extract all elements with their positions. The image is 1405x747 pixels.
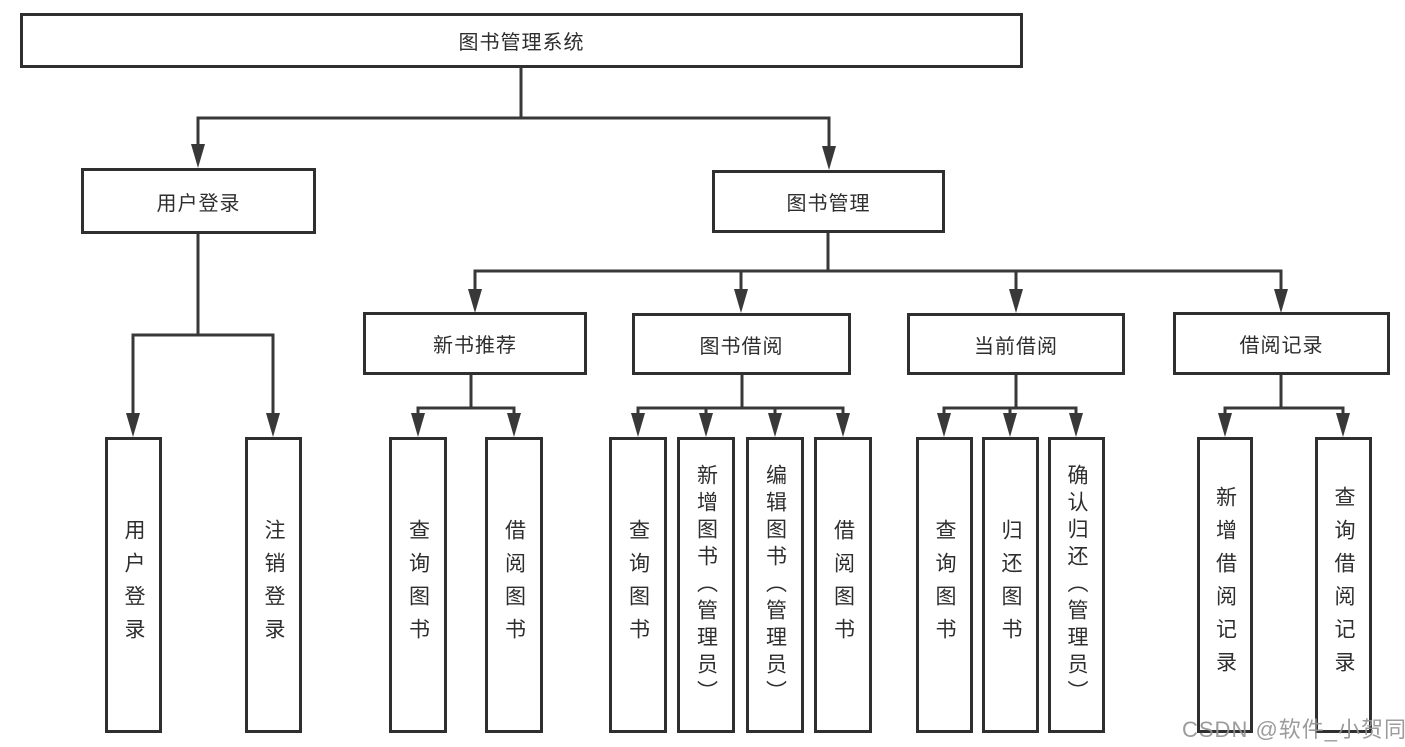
leaf-logout: 注销登录 xyxy=(245,437,302,733)
node-book-management-label: 图书管理 xyxy=(786,193,871,215)
connector-bookmgmt-split xyxy=(473,269,1283,291)
node-book-management: 图书管理 xyxy=(712,170,945,233)
leaf-logout-label: 注销登录 xyxy=(262,519,285,651)
connector-records-split xyxy=(1223,406,1345,415)
leaf-borrow-borrow-books-label: 借阅图书 xyxy=(831,519,855,651)
leaf-records-add-record: 新增借阅记录 xyxy=(1197,437,1253,733)
leaf-records-query-record: 查询借阅记录 xyxy=(1315,437,1372,733)
node-borrow-records-label: 借阅记录 xyxy=(1239,335,1324,357)
arrowhead xyxy=(937,413,951,437)
leaf-current-confirm-return-admin: 确认归还（管理员） xyxy=(1048,437,1105,733)
leaf-current-return-books: 归还图书 xyxy=(982,437,1039,733)
connector-root-split xyxy=(196,116,831,148)
node-book-borrow-label: 图书借阅 xyxy=(699,335,784,358)
leaf-borrow-query-books-label: 查询图书 xyxy=(626,519,650,651)
leaf-current-query-books: 查询图书 xyxy=(916,437,973,733)
leaf-borrow-add-books-admin-label: 新增图书（管理员） xyxy=(694,463,718,707)
leaf-recommend-query-books: 查询图书 xyxy=(389,437,447,733)
leaf-current-return-books-label: 归还图书 xyxy=(999,519,1022,651)
arrowhead xyxy=(1069,413,1083,437)
leaf-user-login: 用户登录 xyxy=(105,437,162,733)
arrowhead xyxy=(699,413,713,437)
leaf-borrow-query-books: 查询图书 xyxy=(609,437,667,733)
arrowhead xyxy=(468,289,482,313)
leaf-records-add-record-label: 新增借阅记录 xyxy=(1213,486,1237,684)
leaf-records-query-record-label: 查询借阅记录 xyxy=(1332,486,1355,684)
leaf-borrow-borrow-books: 借阅图书 xyxy=(814,437,872,733)
node-book-borrow: 图书借阅 xyxy=(632,313,851,375)
arrowhead xyxy=(1336,413,1350,437)
arrowhead xyxy=(411,413,425,437)
connector-newbook-split xyxy=(416,406,516,415)
leaf-recommend-borrow-books: 借阅图书 xyxy=(485,437,543,733)
arrowhead xyxy=(822,146,836,170)
node-new-book-recommend-label: 新书推荐 xyxy=(433,335,517,357)
connector-userlogin-split xyxy=(131,333,275,415)
arrowhead xyxy=(126,413,140,437)
arrowhead xyxy=(734,289,748,313)
leaf-current-query-books-label: 查询图书 xyxy=(933,519,956,651)
leaf-user-login-label: 用户登录 xyxy=(122,519,145,651)
node-borrow-records: 借阅记录 xyxy=(1173,312,1390,375)
node-new-book-recommend: 新书推荐 xyxy=(363,312,587,375)
arrowhead xyxy=(768,413,782,437)
node-library-system: 图书管理系统 xyxy=(20,13,1023,68)
arrowhead xyxy=(1274,289,1288,313)
leaf-current-confirm-return-admin-label: 确认归还（管理员） xyxy=(1065,463,1088,707)
arrowhead xyxy=(836,413,850,437)
arrowhead xyxy=(631,413,645,437)
node-current-borrow-label: 当前借阅 xyxy=(974,335,1058,358)
arrowhead xyxy=(507,413,521,437)
leaf-borrow-edit-books-admin-label: 编辑图书（管理员） xyxy=(763,463,787,707)
arrowhead xyxy=(191,144,205,168)
leaf-borrow-edit-books-admin: 编辑图书（管理员） xyxy=(746,437,804,733)
leaf-recommend-borrow-books-label: 借阅图书 xyxy=(502,519,526,651)
connector-bookborrow-split xyxy=(636,406,845,415)
arrowhead xyxy=(266,413,280,437)
node-user-login: 用户登录 xyxy=(81,168,316,234)
watermark-text: CSDN @软件_小贺同学 xyxy=(1182,717,1405,742)
leaf-recommend-query-books-label: 查询图书 xyxy=(406,519,430,651)
node-current-borrow: 当前借阅 xyxy=(907,313,1125,375)
arrowhead xyxy=(1009,289,1023,313)
arrowhead xyxy=(1003,413,1017,437)
node-library-system-label: 图书管理系统 xyxy=(458,32,585,54)
node-user-login-label: 用户登录 xyxy=(156,192,241,215)
arrowhead xyxy=(1218,413,1232,437)
leaf-borrow-add-books-admin: 新增图书（管理员） xyxy=(677,437,735,733)
